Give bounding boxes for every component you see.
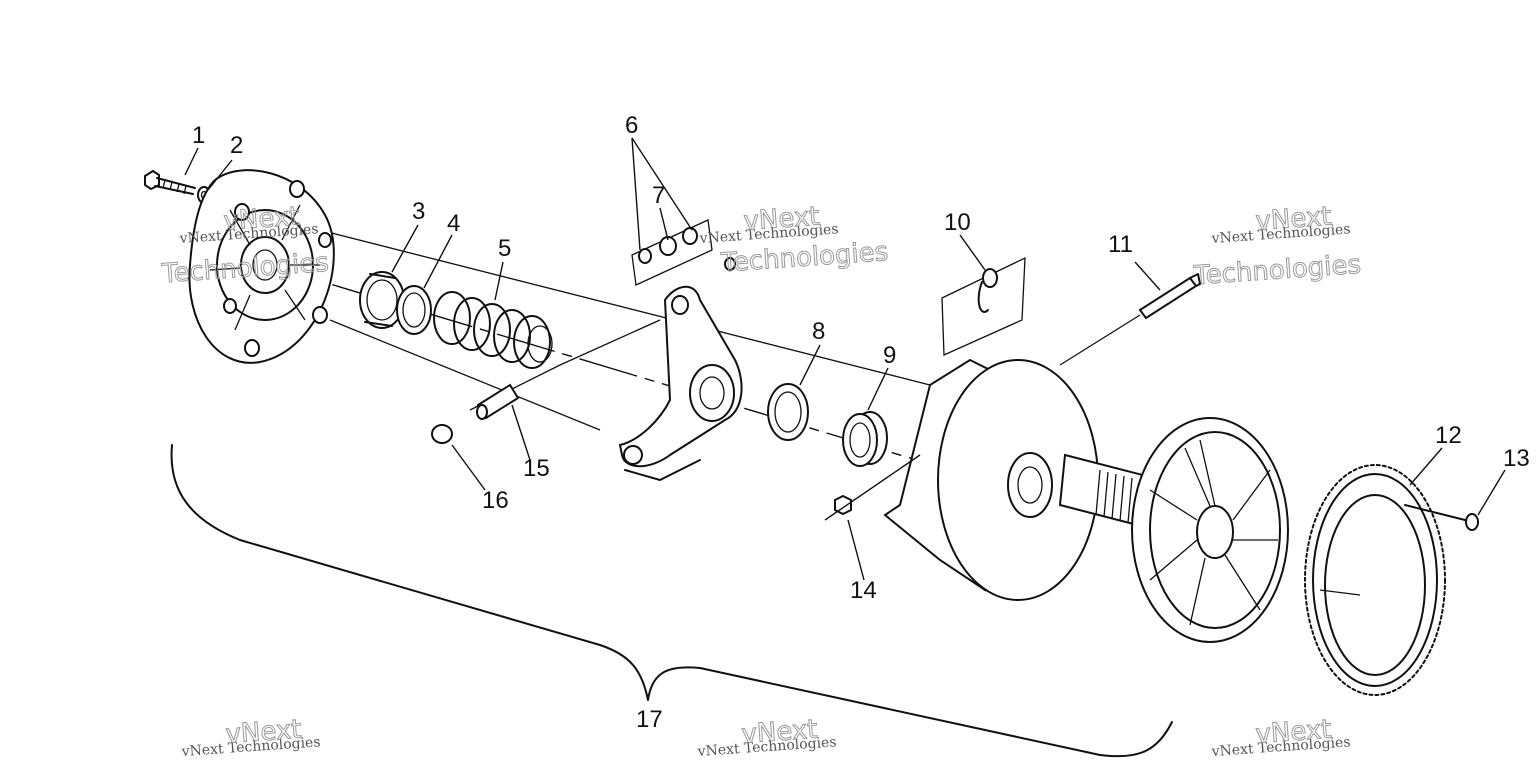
watermark-bottom-center: vNext Technologies vNext: [696, 714, 837, 760]
callout-9: 9: [883, 342, 896, 369]
screw-part: [1404, 504, 1479, 531]
watermark-brand-word1: vNext: [743, 202, 821, 237]
callout-12: 12: [1435, 422, 1462, 449]
thin-ring-part: [767, 383, 809, 441]
watermark-brand-word1: vNext: [1255, 202, 1333, 237]
callout-6: 6: [625, 112, 638, 139]
callout-17: 17: [636, 706, 663, 733]
callout-1: 1: [192, 122, 205, 149]
callout-2: 2: [230, 132, 243, 159]
callout-3: 3: [412, 198, 425, 225]
spring-part: [433, 291, 553, 369]
flywheel-part: [1131, 417, 1289, 643]
callout-5: 5: [498, 235, 511, 262]
callout-8: 8: [812, 318, 825, 345]
watermark-bottom-left: vNext Technologies vNext: [180, 714, 321, 760]
plug-part: [431, 424, 453, 444]
nut-part: [824, 454, 921, 521]
sleeve-part: [842, 411, 888, 467]
callout-leaders: [184, 137, 1506, 581]
bolt-part: [144, 169, 196, 195]
watermark-brand-word2: Technologies: [1192, 250, 1362, 292]
watermark-brand-word1: vNext: [223, 202, 301, 237]
pin-part: [1138, 273, 1201, 320]
ring-gear-part: [1304, 464, 1446, 696]
watermark-brand-word1: vNext: [1255, 715, 1333, 750]
dowel-part: [476, 383, 520, 420]
watermark-brand-word1: vNext: [225, 715, 303, 750]
ring-part: [396, 285, 432, 335]
tag-part: [941, 256, 1026, 356]
callout-13: 13: [1503, 445, 1530, 472]
bushing-part: [359, 271, 405, 329]
callout-7: 7: [652, 182, 665, 209]
callout-4: 4: [447, 210, 460, 237]
callout-10: 10: [944, 209, 971, 236]
watermark-top-right: vNext Technologies vNext Technologies: [1192, 201, 1363, 292]
callout-15: 15: [523, 455, 550, 482]
callout-14: 14: [850, 577, 877, 604]
callout-numbers: 1 2 3 4 5 6 7 8 9 10 11 12 13 14 15 16 1…: [192, 112, 1530, 733]
cover-plate-part: [188, 169, 335, 364]
callout-11: 11: [1108, 231, 1133, 258]
roller-kit-part: [631, 219, 736, 286]
assembly-brace: [170, 444, 1173, 758]
callout-16: 16: [482, 487, 509, 514]
watermark-top-center: vNext Technologies vNext Technologies: [698, 201, 889, 279]
watermark-brand-word1: vNext: [741, 715, 819, 750]
arm-bracket-part: [618, 285, 743, 481]
watermark-bottom-right: vNext Technologies vNext: [1210, 714, 1351, 760]
